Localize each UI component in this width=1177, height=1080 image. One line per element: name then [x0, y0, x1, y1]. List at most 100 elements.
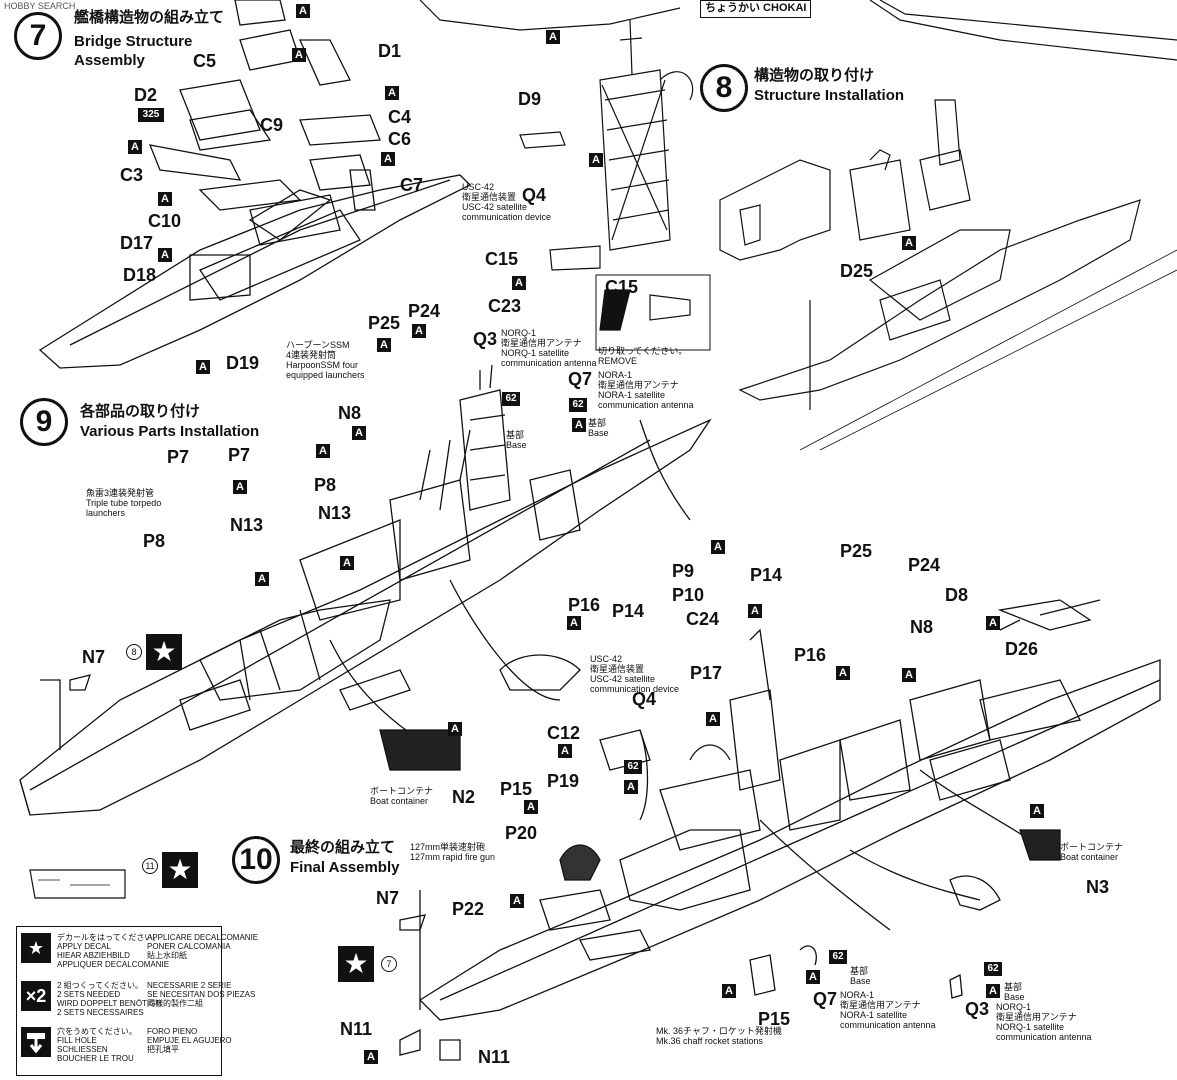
annotation-base-b: 基部 Base: [850, 966, 871, 986]
part-label: Q7: [568, 369, 593, 389]
badge-a: A: [624, 780, 638, 794]
step-8-title-en: Structure Installation: [754, 87, 905, 104]
badge-62: 62: [984, 962, 1002, 976]
annotation-boat-b: ボートコンテナ Boat container: [1060, 842, 1124, 862]
badge-a: A: [377, 338, 391, 352]
part-label: N7: [376, 888, 400, 908]
part-label: C3: [120, 165, 144, 185]
part-label: P15: [758, 1009, 791, 1029]
legend-decal-text: デカールをはってください。 APPLY DECAL HIEAR ABZIEHBI…: [57, 933, 170, 969]
decal-star-icon: ★: [21, 933, 51, 963]
part-label: D19: [226, 353, 260, 373]
annotation-norq1: NORQ-1 衛星通信用アンテナ NORQ-1 satellite commun…: [501, 328, 597, 368]
annotation-remove: 切り取ってください。 REMOVE: [598, 346, 688, 366]
annotation-base-c: 基部 Base: [1004, 982, 1025, 1002]
legend-sets-text-2: NECESSARIE 2 SERIE SE NECESITAN DOS PIEZ…: [147, 981, 256, 1008]
badge-a: A: [986, 984, 1000, 998]
part-label: P14: [612, 601, 645, 621]
annotation-norq1-b: NORQ-1 衛星通信用アンテナ NORQ-1 satellite commun…: [996, 1002, 1092, 1042]
annotation-base: 基部 Base: [588, 418, 609, 438]
annotation-gun: 127mm単装速射砲 127mm rapid fire gun: [410, 842, 496, 862]
badge-a: A: [902, 668, 916, 682]
step8-assembly: [519, 19, 1177, 451]
badge-a: A: [806, 970, 820, 984]
annotation-harpoon: ハープーンSSM 4連装発射筒 HarpoonSSM four equipped…: [286, 340, 365, 380]
step-10-number: 10: [232, 836, 280, 884]
badge-a: A: [558, 744, 572, 758]
badge-a: A: [255, 572, 269, 586]
badge-a: A: [512, 276, 526, 290]
part-label: P16: [568, 595, 601, 615]
part-label: C6: [388, 129, 412, 149]
badge-62: 62: [569, 398, 587, 412]
badge-a: A: [748, 604, 762, 618]
annotation-boat: ボートコンテナ Boat container: [370, 786, 434, 806]
part-label: C15: [605, 277, 639, 297]
badge-a: A: [524, 800, 538, 814]
part-label: Q3: [473, 329, 498, 349]
annotation-usc42: USC-42 衛星通信装置 USC-42 satellite communica…: [462, 182, 552, 222]
badge-a: A: [233, 480, 247, 494]
badge-62: 62: [502, 392, 520, 406]
part-label: C23: [488, 296, 522, 316]
part-label: C10: [148, 211, 182, 231]
step-9-number: 9: [20, 398, 68, 446]
badge-62: 62: [624, 760, 642, 774]
part-label: C24: [686, 609, 720, 629]
badge-a: A: [711, 540, 725, 554]
part-label: D26: [1005, 639, 1039, 659]
step-10-title-jp: 最終の組み立て: [290, 839, 396, 856]
part-label: P24: [408, 301, 441, 321]
part-label: D18: [123, 265, 157, 285]
annotation-base: 基部 Base: [506, 430, 527, 450]
part-label: Q3: [965, 999, 990, 1019]
badge-a: A: [986, 616, 1000, 630]
step-7-title-en: Bridge Structure Assembly: [74, 33, 193, 69]
part-label: P14: [750, 565, 783, 585]
part-label: P19: [547, 771, 580, 791]
badge-a: A: [589, 153, 603, 167]
badge-a: A: [836, 666, 850, 680]
part-label: N8: [338, 403, 362, 423]
part-label: P20: [505, 823, 538, 843]
badge-a: A: [128, 140, 142, 154]
badge-a: A: [385, 86, 399, 100]
legend-sets-text: 2 組つくってください。 2 SETS NEEDED WIRD DOPPELT …: [57, 981, 161, 1017]
part-label: P16: [794, 645, 827, 665]
badge-a: A: [381, 152, 395, 166]
ship-name-label: ちょうかい CHOKAI: [700, 0, 812, 18]
part-label: N13: [318, 503, 352, 523]
x2-sets-icon: ×2: [21, 981, 51, 1011]
badge-a: A: [706, 712, 720, 726]
badge-a: A: [196, 360, 210, 374]
step9-hull: [19, 364, 712, 816]
part-label: D2: [134, 85, 158, 105]
badge-a: A: [1030, 804, 1044, 818]
step-10-title-en: Final Assembly: [290, 859, 400, 876]
badge-a: A: [722, 984, 736, 998]
legend-hole-text-2: FORO PIENO EMPUJE EL AGUJERO 把孔填平: [147, 1027, 232, 1054]
badge-a: A: [316, 444, 330, 458]
part-label: Q4: [522, 185, 547, 205]
badge-325: 325: [138, 108, 164, 122]
badge-a: A: [292, 48, 306, 62]
part-label: C5: [193, 51, 217, 71]
part-label: D25: [840, 261, 874, 281]
decal-star-icon: ★: [146, 634, 182, 670]
part-label: P8: [143, 531, 166, 551]
annotation-torpedo: 魚雷3連装発射管 Triple tube torpedo launchers: [86, 488, 162, 518]
decal-ref-circle: 7: [381, 956, 397, 972]
badge-a: A: [296, 4, 310, 18]
badge-a: A: [352, 426, 366, 440]
decal-ref-circle: 8: [126, 644, 142, 660]
part-label: C9: [260, 115, 284, 135]
part-label: P24: [908, 555, 941, 575]
badge-a: A: [364, 1050, 378, 1064]
part-label: N7: [82, 647, 106, 667]
part-label: D1: [378, 41, 402, 61]
fill-hole-icon: [21, 1027, 51, 1057]
decal-star-icon: ★: [162, 852, 198, 888]
symbol-legend: ★ デカールをはってください。 APPLY DECAL HIEAR ABZIEH…: [16, 926, 258, 1076]
part-label: D17: [120, 233, 154, 253]
part-label: P9: [672, 561, 695, 581]
